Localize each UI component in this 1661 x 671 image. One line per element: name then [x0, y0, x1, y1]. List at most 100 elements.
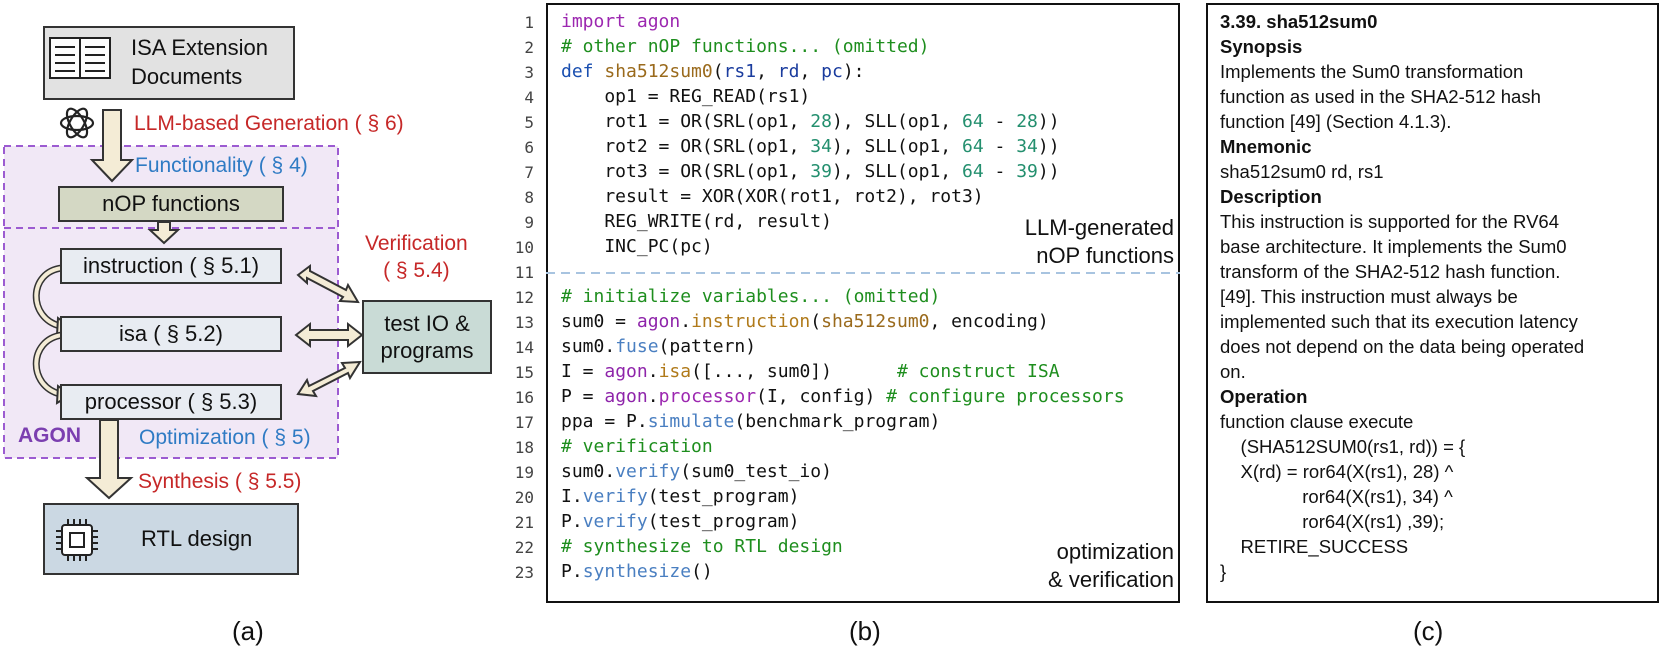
agon-label: AGON — [18, 424, 81, 447]
line-number: 1 — [524, 13, 534, 32]
description-line: base architecture. It implements the Sum… — [1220, 236, 1567, 257]
docs-label-line1: ISA Extension — [131, 35, 268, 61]
arrow-generation — [89, 109, 135, 183]
isa-docs-box: ISA Extension Documents — [43, 26, 295, 100]
operation-line: (SHA512SUM0(rs1, rd)) = { — [1220, 436, 1466, 457]
instruction-box: instruction ( § 5.1) — [60, 248, 282, 284]
line-number: 15 — [514, 363, 534, 382]
sublabel-c: (c) — [1413, 616, 1444, 646]
sublabel-b: (b) — [849, 616, 881, 646]
operation-line: ror64(X(rs1), 34) ^ — [1220, 486, 1453, 507]
caption-top: LLM-generated nOP functions — [960, 214, 1174, 269]
code-line-5: rot1 = OR(SRL(op1, 28), SLL(op1, 64 - 28… — [561, 111, 1060, 132]
functionality-label: Functionality ( § 4) — [135, 154, 308, 177]
line-number: 9 — [524, 213, 534, 232]
verify-arrow-instruction — [296, 264, 360, 304]
code-line-6: rot2 = OR(SRL(op1, 34), SLL(op1, 64 - 34… — [561, 136, 1060, 157]
line-number: 8 — [524, 188, 534, 207]
description-heading: Description — [1220, 186, 1322, 207]
caption-top-line2: nOP functions — [1036, 242, 1174, 268]
code-panel — [546, 3, 1180, 603]
llm-generation-label: LLM-based Generation ( § 6) — [134, 112, 404, 135]
code-line-7: rot3 = OR(SRL(op1, 39), SLL(op1, 64 - 39… — [561, 161, 1060, 182]
line-number: 10 — [514, 238, 534, 257]
mnemonic-text: sha512sum0 rd, rs1 — [1220, 161, 1384, 182]
operation-line: ror64(X(rs1) ,39); — [1220, 511, 1445, 532]
line-number: 20 — [514, 488, 534, 507]
code-line-15: I = agon.isa([..., sum0]) # construct IS… — [561, 361, 1060, 382]
line-number: 23 — [514, 563, 534, 582]
synopsis-line: Implements the Sum0 transformation — [1220, 61, 1524, 82]
instruction-label: instruction ( § 5.1) — [82, 253, 260, 278]
arrow-nop-instruction — [147, 221, 181, 245]
code-line-8: result = XOR(XOR(rot1, rot2), rot3) — [561, 186, 984, 207]
description-line: This instruction is supported for the RV… — [1220, 211, 1559, 232]
operation-line: X(rd) = ror64(X(rs1), 28) ^ — [1220, 461, 1454, 482]
line-number: 12 — [514, 288, 534, 307]
line-number: 19 — [514, 463, 534, 482]
line-number: 16 — [514, 388, 534, 407]
mnemonic-heading: Mnemonic — [1220, 136, 1312, 157]
line-number: 22 — [514, 538, 534, 557]
synthesis-label: Synthesis ( § 5.5) — [138, 470, 302, 493]
description-line: transform of the SHA2-512 hash function. — [1220, 261, 1561, 282]
code-line-21: P.verify(test_program) — [561, 511, 800, 532]
code-line-3: def sha512sum0(rs1, rd, pc): — [561, 61, 865, 82]
test-io-line1: test IO & — [384, 310, 470, 336]
docs-label-line2: Documents — [131, 64, 243, 89]
verification-line1: Verification — [365, 232, 468, 255]
operation-heading: Operation — [1220, 386, 1308, 407]
code-line-23: P.synthesize() — [561, 561, 713, 582]
synopsis-line: function as used in the SHA2-512 hash — [1220, 86, 1541, 107]
line-number: 14 — [514, 338, 534, 357]
caption-bottom-line2: & verification — [1048, 566, 1174, 592]
line-number: 2 — [524, 38, 534, 57]
caption-top-line1: LLM-generated — [1024, 215, 1174, 240]
operation-line: function clause execute — [1220, 411, 1414, 432]
line-number: 6 — [524, 138, 534, 157]
code-line-22: # synthesize to RTL design — [561, 536, 843, 557]
description-line: does not depend on the data being operat… — [1220, 336, 1585, 357]
line-number: 18 — [514, 438, 534, 457]
synopsis-line: function [49] (Section 4.1.3). — [1220, 111, 1452, 132]
description-line: [49]. This instruction must always be — [1220, 286, 1518, 307]
code-line-16: P = agon.processor(I, config) # configur… — [561, 386, 1125, 407]
line-number: 21 — [514, 513, 534, 532]
code-line-20: I.verify(test_program) — [561, 486, 800, 507]
code-line-14: sum0.fuse(pattern) — [561, 336, 757, 357]
line-number: 5 — [524, 113, 534, 132]
caption-bottom: optimization & verification — [960, 538, 1174, 593]
doc-title: 3.39. sha512sum0 — [1220, 11, 1378, 32]
description-line: implemented such that its execution late… — [1220, 311, 1578, 332]
code-line-18: # verification — [561, 436, 713, 457]
isa-label: isa ( § 5.2) — [119, 321, 223, 346]
operation-line: RETIRE_SUCCESS — [1220, 536, 1409, 557]
line-number: 13 — [514, 313, 534, 332]
doc-panel — [1206, 3, 1659, 603]
line-number: 17 — [514, 413, 534, 432]
code-line-19: sum0.verify(sum0_test_io) — [561, 461, 832, 482]
verification-label: Verification ( § 5.4) — [365, 230, 468, 285]
line-number: 7 — [524, 163, 534, 182]
processor-box: processor ( § 5.3) — [60, 384, 282, 420]
sublabel-a: (a) — [232, 616, 264, 646]
code-line-1: import agon — [561, 11, 681, 32]
processor-label: processor ( § 5.3) — [84, 389, 258, 414]
description-line: on. — [1220, 361, 1246, 382]
operation-line: } — [1220, 561, 1227, 582]
verification-line2: ( § 5.4) — [383, 259, 450, 283]
line-number: 4 — [524, 88, 534, 107]
isa-box: isa ( § 5.2) — [60, 316, 282, 352]
verify-arrow-processor — [296, 360, 362, 398]
nop-functions-box: nOP functions — [58, 186, 284, 222]
optimization-label: Optimization ( § 5) — [139, 426, 311, 449]
line-number: 3 — [524, 63, 534, 82]
caption-bottom-line1: optimization — [1056, 539, 1174, 564]
test-io-box: test IO & programs — [362, 300, 492, 374]
rtl-design-box: RTL design — [43, 503, 299, 575]
code-line-2: # other nOP functions... (omitted) — [561, 36, 930, 57]
code-line-4: op1 = REG_READ(rs1) — [561, 86, 811, 107]
code-line-10: INC_PC(pc) — [561, 236, 713, 257]
nop-functions-label: nOP functions — [102, 191, 240, 216]
code-line-13: sum0 = agon.instruction(sha512sum0, enco… — [561, 311, 1049, 332]
